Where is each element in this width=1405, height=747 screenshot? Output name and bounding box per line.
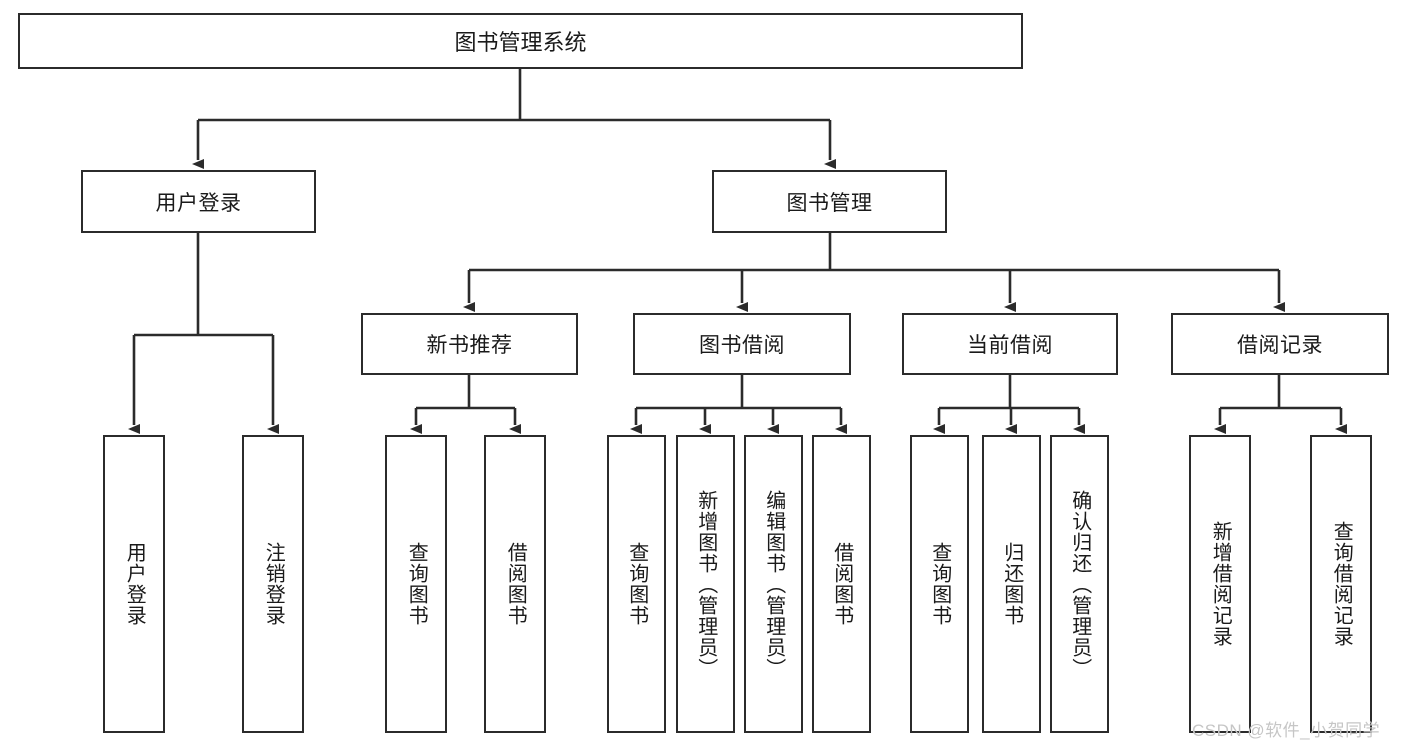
node-leaf-label: 查询图书 [405, 542, 428, 626]
node-leaf-label: 新增借阅记录 [1209, 521, 1232, 647]
node-root[interactable]: 图书管理系统 [18, 13, 1023, 69]
node-book-management-label: 图书管理 [786, 191, 873, 215]
node-leaf[interactable]: 新增图书（管理员） [676, 435, 735, 733]
node-current-borrow-label: 当前借阅 [967, 334, 1053, 357]
node-leaf[interactable]: 用户登录 [103, 435, 165, 733]
node-leaf[interactable]: 查询借阅记录 [1310, 435, 1372, 733]
node-leaf-label: 注销登录 [262, 542, 285, 626]
node-leaf[interactable]: 查询图书 [910, 435, 969, 733]
node-leaf-label: 借阅图书 [830, 542, 853, 626]
node-leaf-label: 新增图书（管理员） [694, 489, 717, 679]
node-leaf-label: 查询借阅记录 [1330, 521, 1353, 647]
node-leaf-label: 归还图书 [1000, 542, 1023, 626]
node-leaf[interactable]: 借阅图书 [484, 435, 546, 733]
node-borrow-record[interactable]: 借阅记录 [1171, 313, 1389, 375]
node-leaf[interactable]: 新增借阅记录 [1189, 435, 1251, 733]
node-leaf[interactable]: 注销登录 [242, 435, 304, 733]
node-leaf[interactable]: 查询图书 [385, 435, 447, 733]
node-current-borrow[interactable]: 当前借阅 [902, 313, 1118, 375]
node-leaf-label: 确认归还（管理员） [1068, 489, 1091, 679]
node-root-label: 图书管理系统 [454, 30, 587, 55]
node-new-book-recommend[interactable]: 新书推荐 [361, 313, 578, 375]
node-leaf[interactable]: 查询图书 [607, 435, 666, 733]
node-book-management[interactable]: 图书管理 [712, 170, 947, 233]
node-leaf-label: 编辑图书（管理员） [762, 489, 785, 679]
node-leaf-label: 用户登录 [123, 542, 146, 626]
node-leaf[interactable]: 借阅图书 [812, 435, 871, 733]
node-book-borrow[interactable]: 图书借阅 [633, 313, 851, 375]
node-leaf-label: 借阅图书 [504, 542, 527, 626]
node-user-login-label: 用户登录 [155, 191, 242, 215]
node-leaf[interactable]: 归还图书 [982, 435, 1041, 733]
node-leaf-label: 查询图书 [625, 542, 648, 626]
node-book-borrow-label: 图书借阅 [699, 334, 785, 357]
node-user-login[interactable]: 用户登录 [81, 170, 316, 233]
csdn-watermark: CSDN @软件_小贺同学 [1192, 721, 1381, 740]
node-leaf-label: 查询图书 [928, 542, 951, 626]
node-leaf[interactable]: 确认归还（管理员） [1050, 435, 1109, 733]
node-leaf[interactable]: 编辑图书（管理员） [744, 435, 803, 733]
node-new-book-recommend-label: 新书推荐 [426, 334, 513, 357]
node-borrow-record-label: 借阅记录 [1237, 334, 1323, 357]
